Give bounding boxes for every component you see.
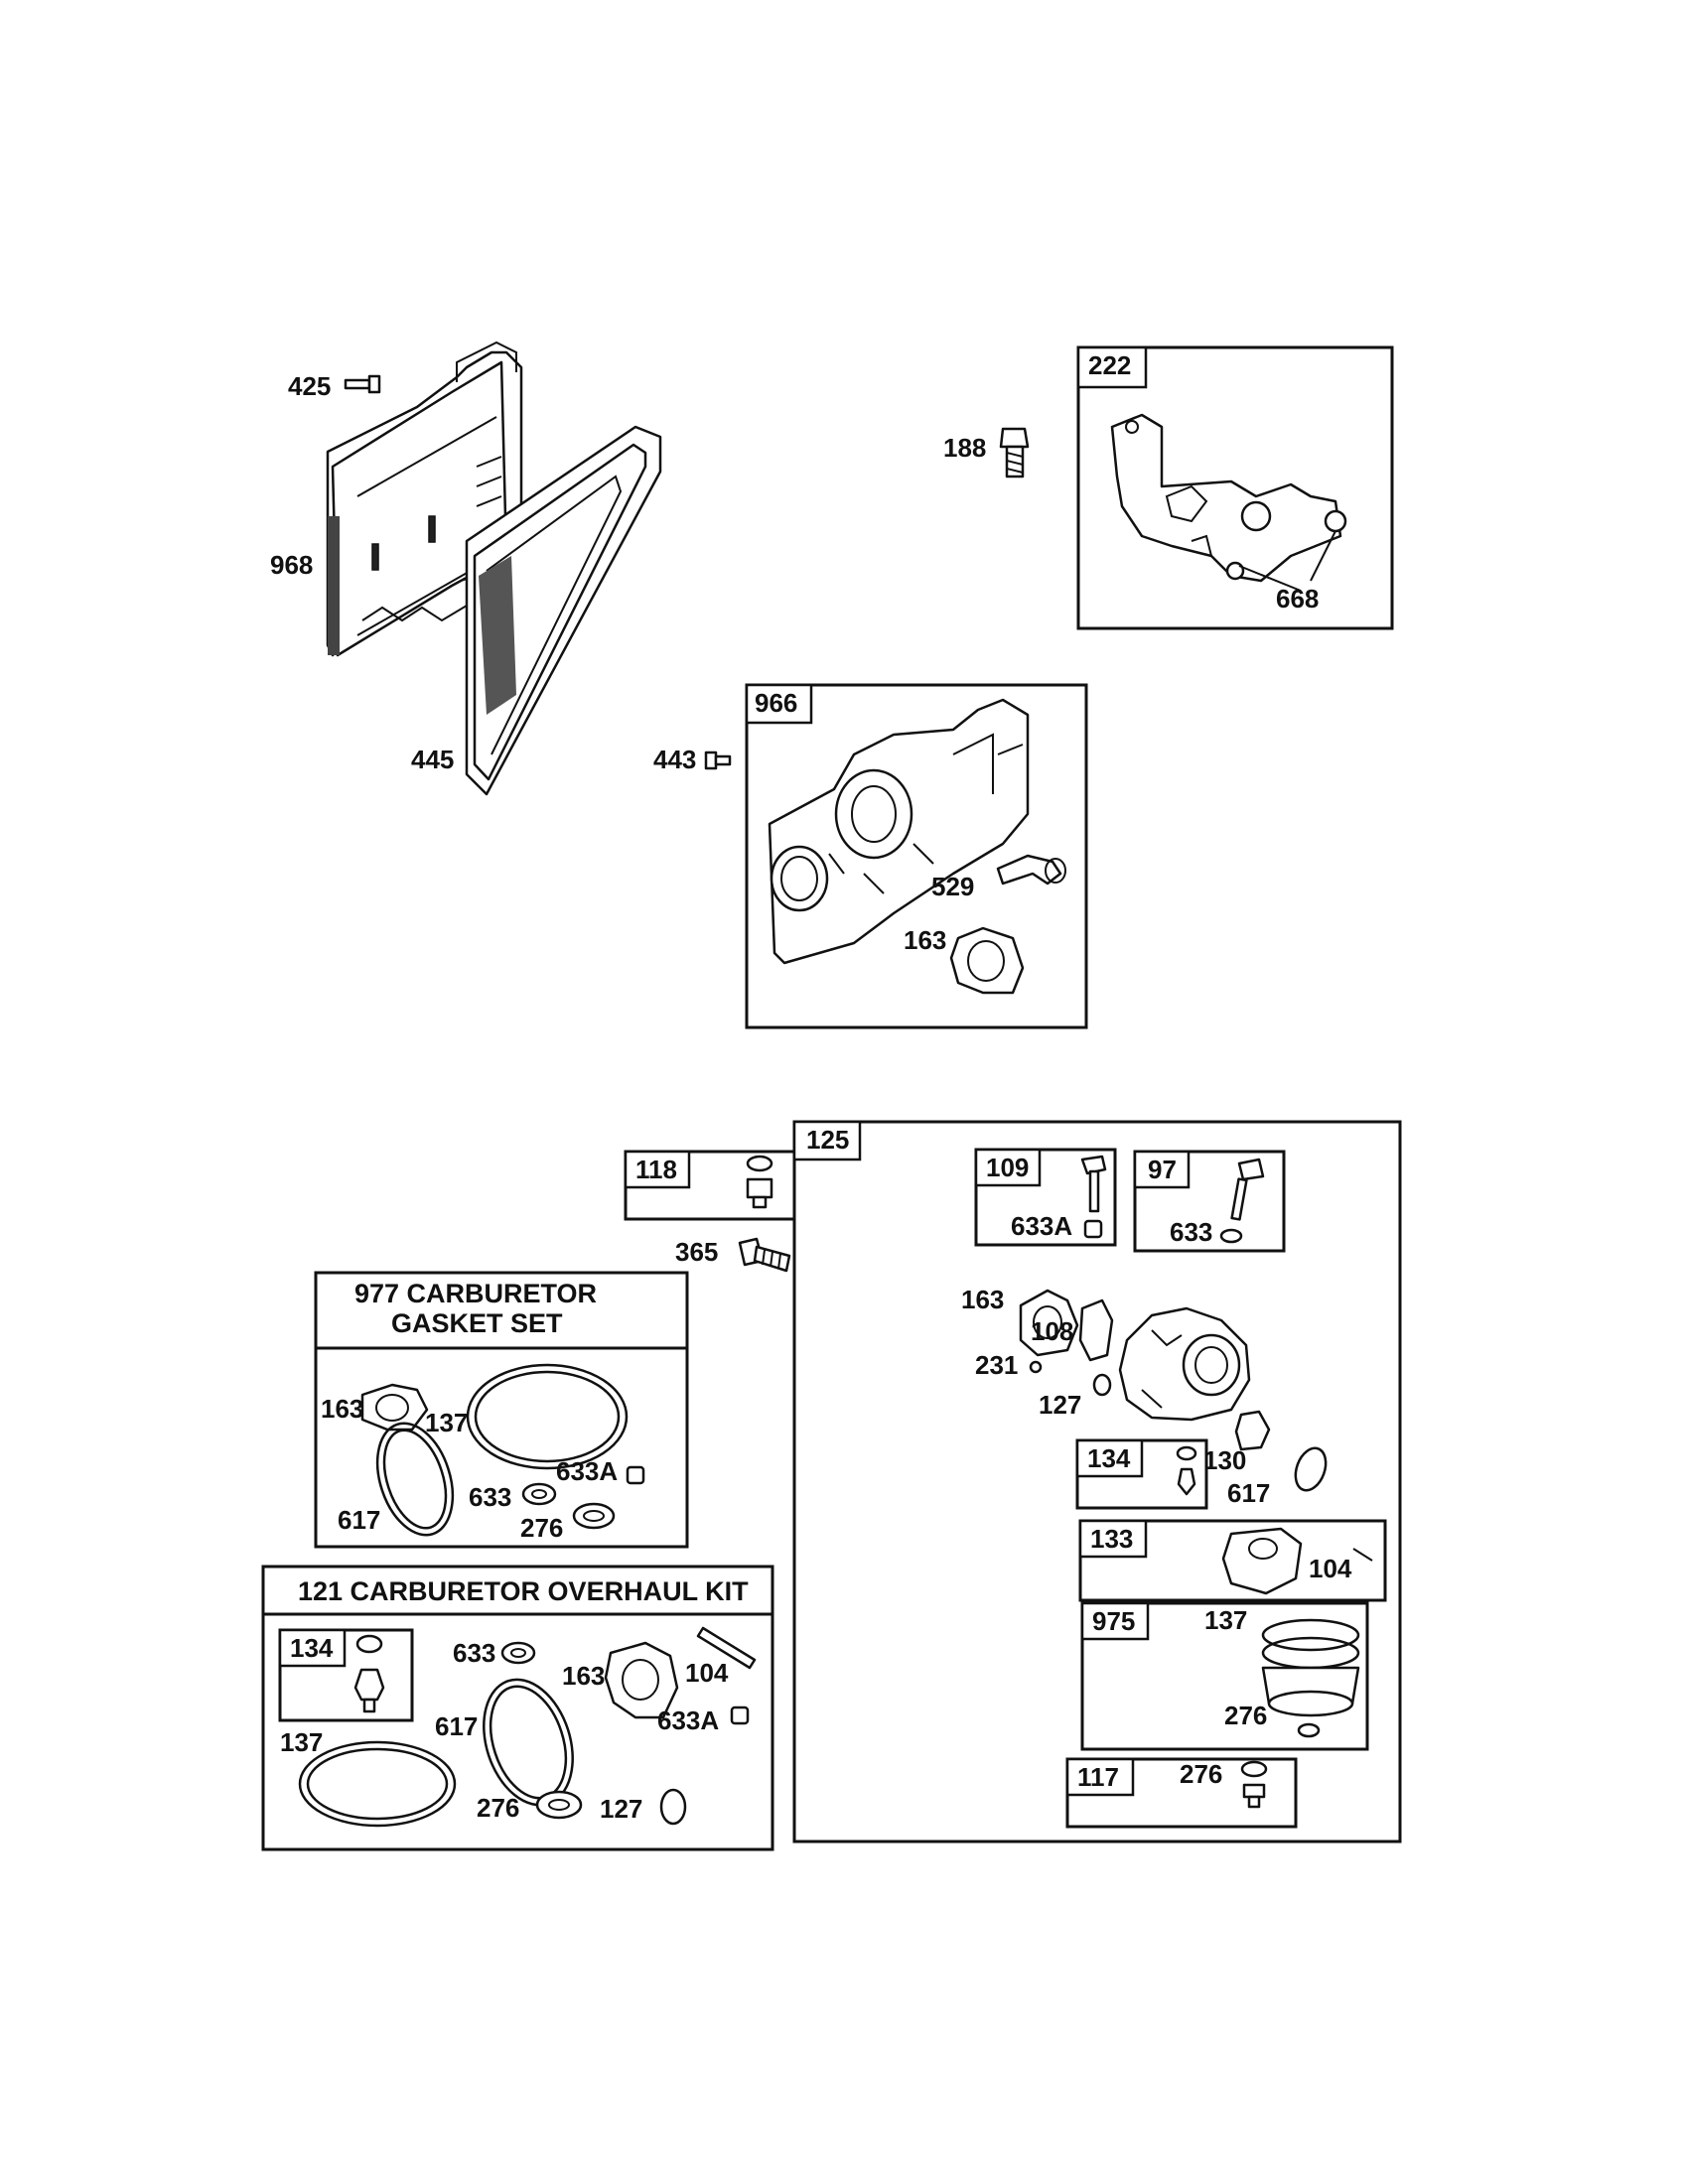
tag-label-125: 125: [806, 1125, 849, 1155]
part-label-617: 617: [1227, 1478, 1270, 1508]
tag-133: [1078, 1519, 1148, 1559]
kit-121-label-276: 276: [477, 1793, 519, 1823]
tag-125: [792, 1120, 862, 1161]
control-bracket-222: [1110, 413, 1347, 592]
kit-977-label-137: 137: [425, 1408, 468, 1437]
choke-shaft-97-icon: [1219, 1158, 1265, 1244]
kit-121-label-633: 633: [453, 1638, 495, 1668]
tag-label-117: 117: [1077, 1762, 1119, 1792]
float-bowl-975-icon: [1261, 1618, 1360, 1738]
gasket-163-top: [949, 926, 1025, 995]
part-label-276-b: 276: [1180, 1759, 1222, 1789]
part-label-968: 968: [270, 550, 313, 580]
kit-121-label-127: 127: [600, 1794, 642, 1824]
throttle-shaft-109-icon: [1080, 1155, 1107, 1239]
kit-121-parts: [298, 1626, 757, 1828]
assembly-box-966: [745, 683, 1088, 1029]
tag-label-134: 134: [1087, 1443, 1131, 1473]
tag-label-222: 222: [1088, 350, 1131, 380]
assembly-box-975: [1080, 1601, 1369, 1751]
bolt-443-icon: [704, 751, 732, 770]
part-label-276: 276: [1224, 1701, 1267, 1730]
tag-label-133: 133: [1090, 1524, 1133, 1554]
kit-977-parts: [360, 1363, 645, 1537]
bowl-nut-117-icon: [1240, 1760, 1268, 1809]
part-label-365: 365: [675, 1237, 718, 1267]
tag-117: [1065, 1757, 1135, 1797]
tag-222: [1076, 345, 1148, 389]
tag-label-109: 109: [986, 1153, 1029, 1182]
tag-975: [1080, 1601, 1150, 1641]
tag-118: [624, 1150, 691, 1189]
kit-121-label-137: 137: [280, 1727, 323, 1757]
part-label-425: 425: [288, 371, 331, 401]
kit-121-label-633a: 633A: [657, 1706, 719, 1735]
kit-121-title: 121 CARBURETOR OVERHAUL KIT: [298, 1576, 749, 1606]
kit-box-977: [314, 1271, 689, 1549]
part-label-188: 188: [943, 433, 986, 463]
part-label-668: 668: [1276, 584, 1319, 614]
tag-label-118: 118: [635, 1155, 677, 1184]
float-133-icon: [1221, 1527, 1373, 1595]
kit-977-title-line2: GASKET SET: [391, 1308, 563, 1338]
kit-121-tag-label-134: 134: [290, 1633, 334, 1663]
assembly-box-97: [1133, 1150, 1286, 1253]
part-label-163-carb: 163: [961, 1285, 1004, 1314]
part-label-137: 137: [1204, 1605, 1247, 1635]
air-filter-445: [465, 425, 662, 796]
needle-valve-134-icon: [1176, 1445, 1197, 1496]
kit-977-label-163: 163: [321, 1394, 363, 1424]
bolt-365-icon: [738, 1237, 791, 1273]
screw-188-icon: [999, 427, 1030, 478]
carburetor-body-125: [1019, 1289, 1328, 1492]
assembly-box-125: [792, 1120, 1402, 1843]
air-cleaner-base-968: [326, 341, 523, 657]
part-label-104: 104: [1309, 1554, 1352, 1583]
kit-977-label-633: 633: [469, 1482, 511, 1512]
tag-966: [745, 683, 813, 725]
kit-121-box-134: [278, 1628, 414, 1722]
part-label-108: 108: [1031, 1316, 1073, 1346]
part-label-445: 445: [411, 745, 454, 774]
assembly-box-109: [974, 1148, 1117, 1247]
tag-label-97: 97: [1148, 1155, 1177, 1184]
assembly-box-222: [1076, 345, 1394, 630]
tag-134: [1075, 1438, 1144, 1478]
screw-425-icon: [344, 374, 381, 394]
part-label-443: 443: [653, 745, 696, 774]
kit-121-label-617: 617: [435, 1711, 478, 1741]
kit-977-label-617: 617: [338, 1505, 380, 1535]
part-label-231: 231: [975, 1350, 1018, 1380]
kit-977-label-633a: 633A: [556, 1456, 618, 1486]
assembly-box-133: [1078, 1519, 1387, 1602]
tag-label-966: 966: [755, 688, 797, 718]
kit-977-label-276: 276: [520, 1513, 563, 1543]
tag-97: [1133, 1150, 1191, 1189]
part-label-163: 163: [904, 925, 946, 955]
part-label-529: 529: [931, 872, 974, 901]
kit-121-label-163: 163: [562, 1661, 605, 1691]
kit-121-tag-134: [278, 1628, 347, 1668]
intake-housing-966: [768, 698, 1030, 965]
elbow-hose-529: [996, 854, 1066, 886]
tag-label-975: 975: [1092, 1606, 1135, 1636]
part-label-633a: 633A: [1011, 1211, 1072, 1241]
part-label-130: 130: [1203, 1445, 1246, 1475]
part-label-633: 633: [1170, 1217, 1212, 1247]
kit-box-121: [261, 1565, 774, 1851]
kit-121-label-104: 104: [685, 1658, 729, 1688]
tag-109: [974, 1148, 1042, 1187]
plug-118-icon: [746, 1155, 773, 1209]
part-label-127: 127: [1039, 1390, 1081, 1420]
kit-977-title-line1: 977 CARBURETOR: [354, 1279, 597, 1308]
